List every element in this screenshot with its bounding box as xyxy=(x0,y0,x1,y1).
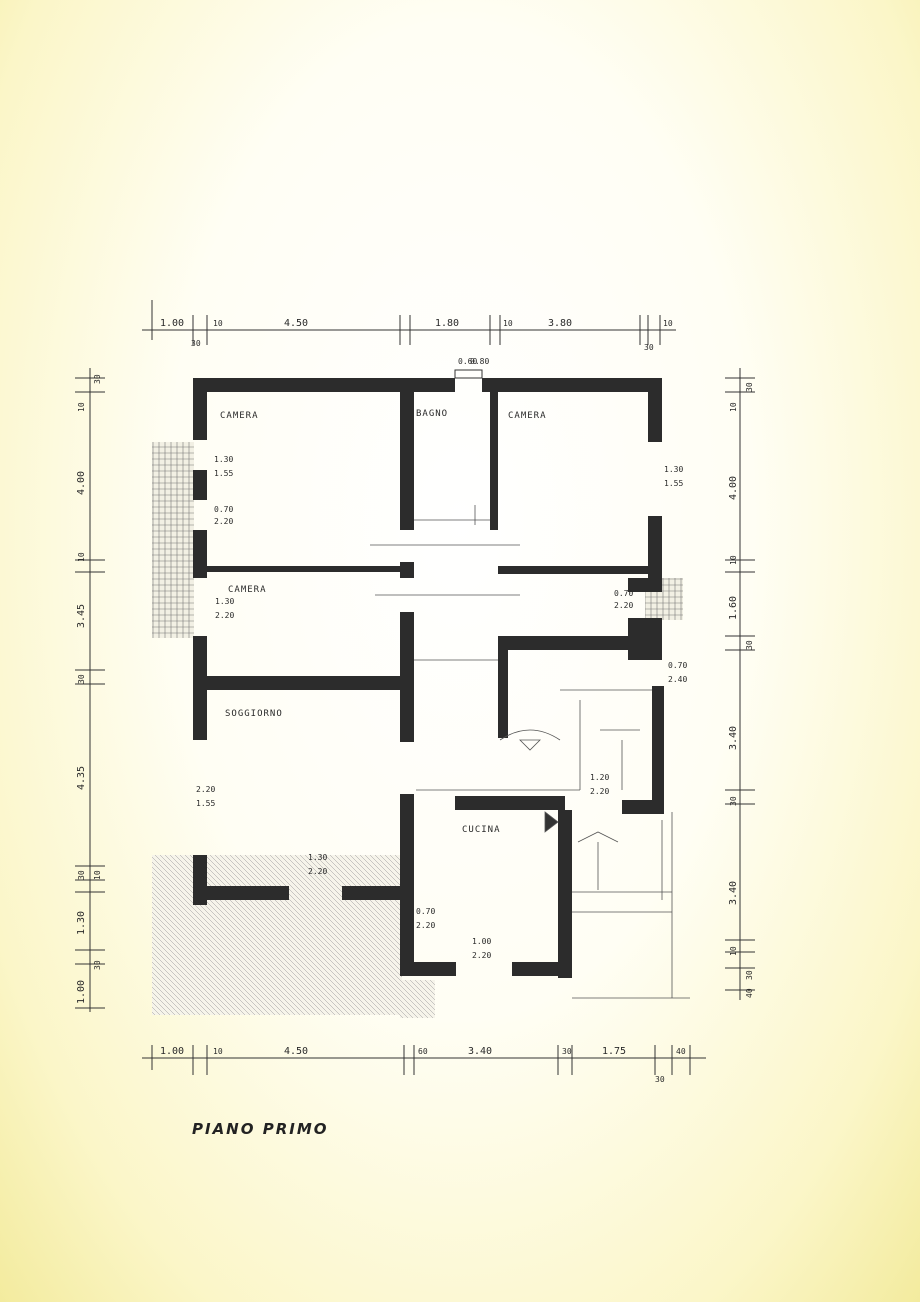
opening-stair-h: 2.20 xyxy=(590,787,609,796)
dim-left-10: 1.00 xyxy=(76,980,87,1004)
opening-camera-1-window-w: 1.30 xyxy=(214,455,233,464)
dim-bottom-1: 10 xyxy=(213,1047,223,1056)
opening-soggiorno-bottom-h: 2.20 xyxy=(308,867,327,876)
dim-left-6: 4.35 xyxy=(76,766,87,790)
dim-right-labels: 30 10 4.00 10 1.60 30 3.40 30 3.40 10 30… xyxy=(728,382,754,998)
opening-right-door-h: 2.20 xyxy=(614,601,633,610)
plan-title: PIANO PRIMO xyxy=(192,1120,329,1138)
opening-soggiorno-window-h: 1.55 xyxy=(196,799,215,808)
opening-soggiorno-window-w: 2.20 xyxy=(196,785,215,794)
dim-top-6: 30 xyxy=(191,339,201,348)
opening-camera-2-window-h: 1.55 xyxy=(664,479,683,488)
dim-right-5: 30 xyxy=(745,640,754,650)
room-label-bagno: BAGNO xyxy=(416,409,448,419)
dim-top-2: 4.50 xyxy=(284,318,308,329)
opening-entry-w: 0.70 xyxy=(416,907,435,916)
room-label-cucina: CUCINA xyxy=(462,825,501,835)
opening-camera-1-door-w: 0.70 xyxy=(214,505,233,514)
dim-right-7: 30 xyxy=(729,796,738,806)
opening-entry-2-w: 1.00 xyxy=(472,937,491,946)
opening-top-window-h: 0.80 xyxy=(470,357,489,366)
dimension-chain-left xyxy=(75,368,105,1012)
dimension-chain-right xyxy=(725,368,755,1000)
dim-top-5: 3.80 xyxy=(548,318,572,329)
dim-right-1: 10 xyxy=(729,402,738,412)
dim-right-0: 30 xyxy=(745,382,754,392)
dim-left-7: 30 xyxy=(77,870,86,880)
dim-bottom-4: 3.40 xyxy=(468,1046,492,1057)
dim-bottom-7: 40 xyxy=(676,1047,686,1056)
dim-bottom-8: 30 xyxy=(655,1075,665,1084)
dim-right-10: 30 xyxy=(745,970,754,980)
opening-camera-2-window-w: 1.30 xyxy=(664,465,683,474)
opening-entry-2-h: 2.20 xyxy=(472,951,491,960)
opening-entry-h: 2.20 xyxy=(416,921,435,930)
opening-camera-3-window-w: 1.30 xyxy=(215,597,234,606)
dim-bottom-3: 60 xyxy=(418,1047,428,1056)
room-label-camera-1: CAMERA xyxy=(220,411,259,421)
opening-right-door-2-w: 0.70 xyxy=(668,661,687,670)
opening-right-door-w: 0.70 xyxy=(614,589,633,598)
opening-camera-1-door-h: 2.20 xyxy=(214,517,233,526)
opening-soggiorno-bottom-w: 1.30 xyxy=(308,853,327,862)
dim-top-7: 10 xyxy=(663,319,673,328)
dimension-chain-top xyxy=(142,300,676,345)
dim-top-8: 30 xyxy=(644,343,654,352)
dim-right-6: 3.40 xyxy=(728,726,739,750)
dim-right-8: 3.40 xyxy=(728,881,739,905)
terrace-bottom-right xyxy=(400,980,435,1018)
dim-left-0: 30 xyxy=(93,374,102,384)
dim-left-3: 10 xyxy=(77,552,86,562)
dim-bottom-5: 30 xyxy=(562,1047,572,1056)
dim-left-8: 10 xyxy=(93,870,102,880)
terrace-bottom xyxy=(152,855,402,1015)
opening-top-window-w: 0.60 xyxy=(458,357,477,366)
dim-left-11: 30 xyxy=(93,960,102,970)
dim-right-3: 10 xyxy=(729,555,738,565)
dim-top-1: 10 xyxy=(213,319,223,328)
room-label-soggiorno: SOGGIORNO xyxy=(225,709,283,719)
dim-bottom-6: 1.75 xyxy=(602,1046,626,1057)
opening-camera-3-window-h: 2.20 xyxy=(215,611,234,620)
walls xyxy=(193,369,664,978)
room-label-camera-3: CAMERA xyxy=(228,585,267,595)
opening-right-door-2-h: 2.40 xyxy=(668,675,687,684)
dim-right-4: 1.60 xyxy=(728,596,739,620)
dim-left-2: 4.00 xyxy=(76,471,87,495)
dimension-chain-bottom xyxy=(142,1045,706,1075)
dim-left-5: 30 xyxy=(77,674,86,684)
room-label-camera-2: CAMERA xyxy=(508,411,547,421)
dim-bottom-2: 4.50 xyxy=(284,1046,308,1057)
dim-top-0: 1.00 xyxy=(160,318,184,329)
dim-left-4: 3.45 xyxy=(76,604,87,628)
dim-right-2: 4.00 xyxy=(728,476,739,500)
dim-left-labels: 30 10 4.00 10 3.45 30 4.35 30 10 1.30 1.… xyxy=(76,374,102,1004)
opening-stair-w: 1.20 xyxy=(590,773,609,782)
dim-left-9: 1.30 xyxy=(76,911,87,935)
dim-top-3: 1.80 xyxy=(435,318,459,329)
dim-right-9: 10 xyxy=(729,946,738,956)
balcony-left xyxy=(152,442,194,638)
dim-top-4: 10 xyxy=(503,319,513,328)
detail-lines xyxy=(370,505,690,999)
opening-camera-1-window-h: 1.55 xyxy=(214,469,233,478)
dim-left-1: 10 xyxy=(77,402,86,412)
dim-bottom-0: 1.00 xyxy=(160,1046,184,1057)
dim-right-11: 40 xyxy=(745,988,754,998)
